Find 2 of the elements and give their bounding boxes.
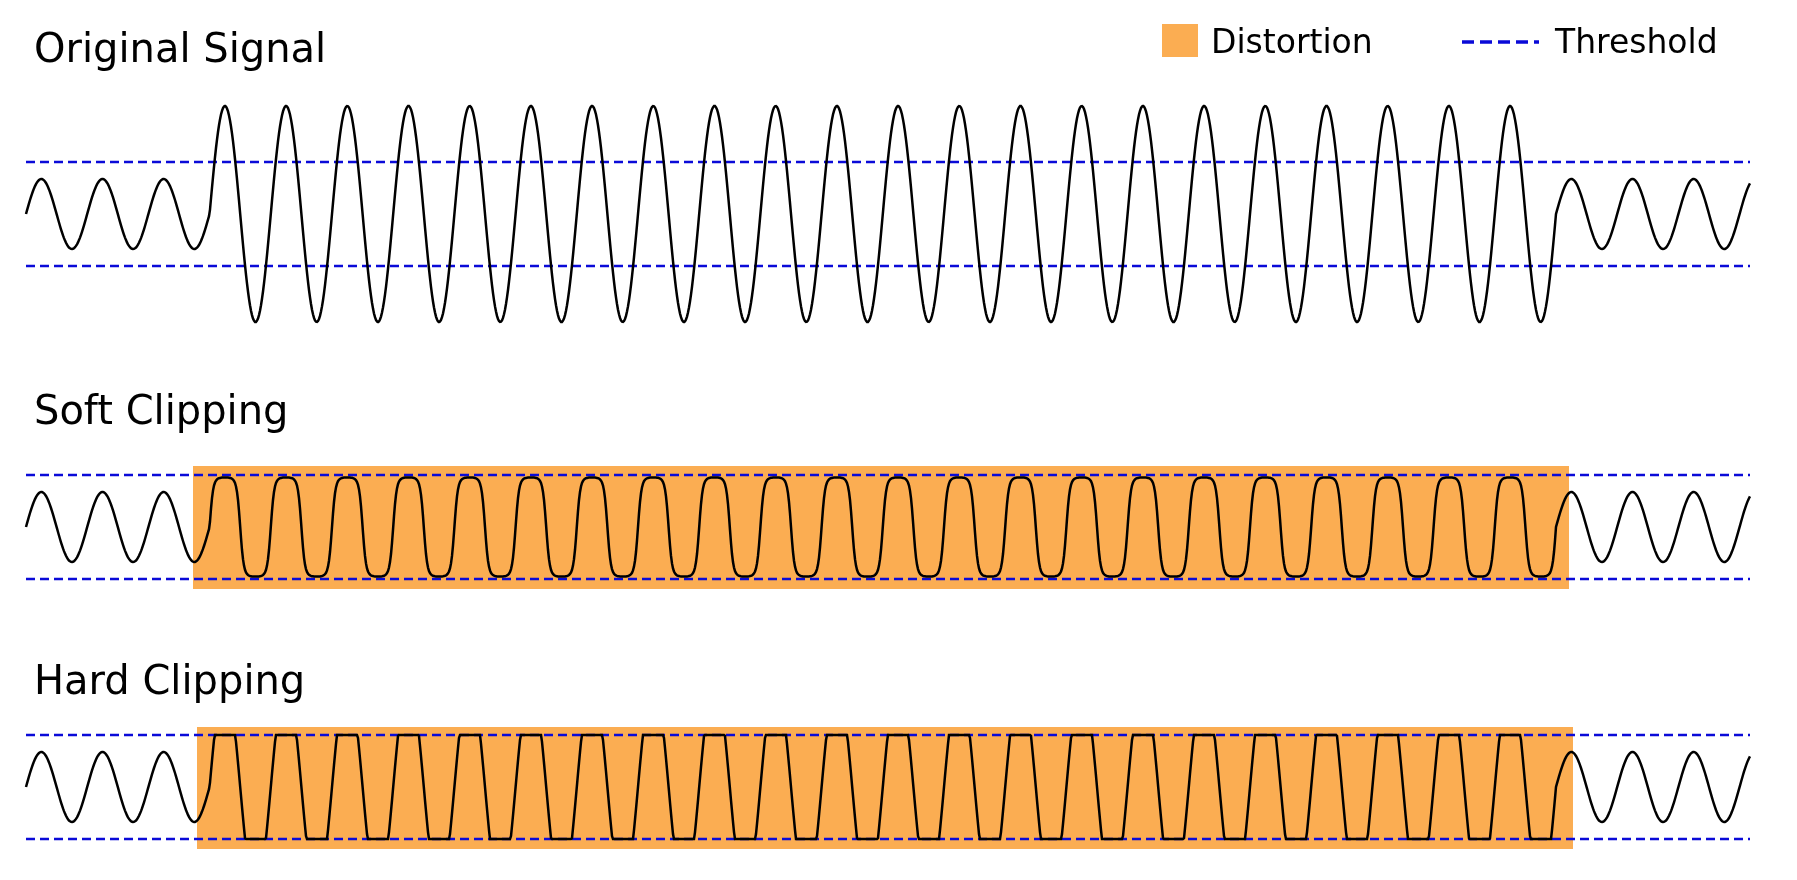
legend-label: Threshold (1555, 25, 1718, 58)
legend-label: Distortion (1211, 25, 1373, 58)
